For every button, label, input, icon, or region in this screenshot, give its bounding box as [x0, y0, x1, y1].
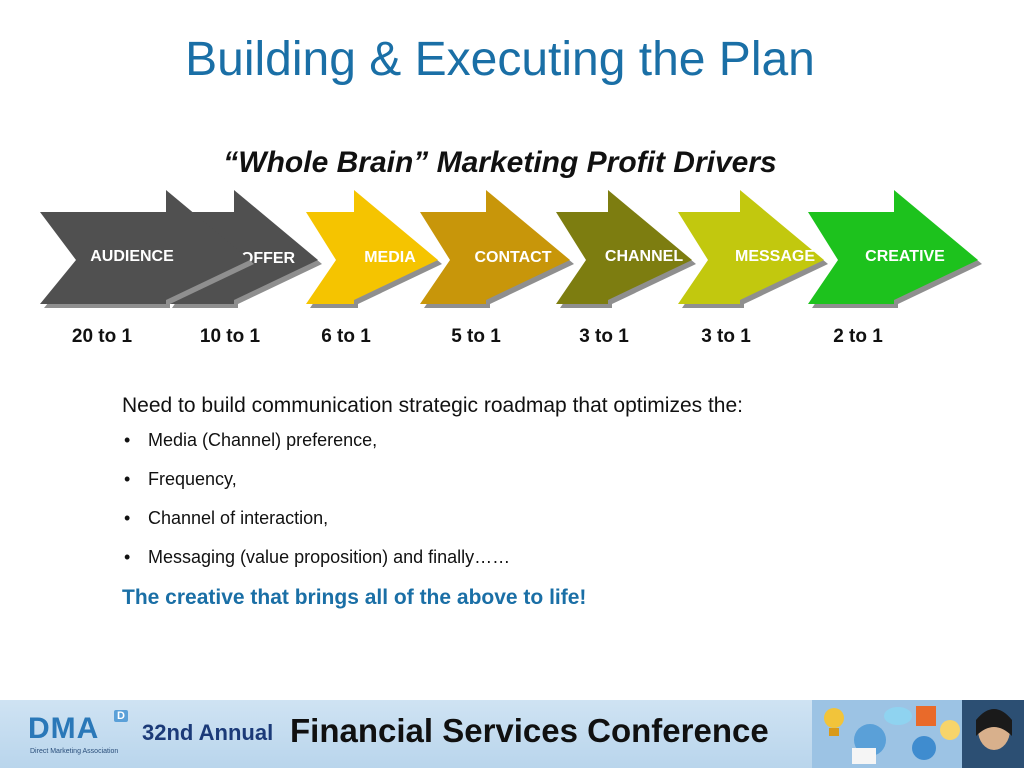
bullet-text: Messaging (value proposition) and finall…: [148, 547, 511, 567]
bullet-item: • Messaging (value proposition) and final…: [122, 547, 922, 568]
ratio-label: 6 to 1: [321, 326, 371, 347]
cloud-icon: [912, 736, 936, 760]
arrow-label-creative: CREATIVE: [865, 248, 945, 265]
bullet-text: Frequency,: [148, 469, 237, 489]
slide-title: Building & Executing the Plan: [185, 33, 815, 86]
conference-name: Financial Services Conference: [290, 712, 769, 749]
ratio-label: 20 to 1: [71, 326, 133, 347]
arrow-channel: [556, 190, 692, 304]
bullet-item: • Media (Channel) preference,: [122, 430, 922, 451]
bullet-item: • Frequency,: [122, 469, 922, 490]
dma-logo-badge: D: [114, 710, 128, 722]
bullet-marker: •: [124, 547, 131, 567]
lightbulb-icon: [824, 708, 844, 728]
arrow-label-audience: AUDIENCE: [90, 248, 174, 265]
bullet-marker: •: [124, 508, 131, 528]
slide-subtitle: “Whole Brain” Marketing Profit Drivers: [223, 146, 777, 179]
arrow-media: [306, 190, 438, 304]
arrow-message: [678, 190, 824, 304]
arrow-label-contact: CONTACT: [474, 249, 551, 266]
ratio-label: 3 to 1: [579, 326, 629, 347]
arrow-creative: [808, 190, 978, 304]
bullet-text: Media (Channel) preference,: [148, 430, 378, 450]
bullet-item: • Channel of interaction,: [122, 508, 922, 529]
chart-icon: [916, 706, 936, 726]
bullet-text: Channel of interaction,: [148, 508, 329, 528]
lead-text: Need to build communication strategic ro…: [122, 394, 743, 417]
arrow-label-offer: OFFER: [241, 250, 296, 267]
arrow-contact: [420, 190, 570, 304]
arrow-label-media: MEDIA: [364, 249, 416, 266]
ratio-label: 3 to 1: [701, 326, 751, 347]
arrow-label-channel: CHANNEL: [605, 248, 683, 265]
dma-logo-text: DMA: [28, 712, 100, 745]
ratio-label: 5 to 1: [451, 326, 501, 347]
arrow-label-message: MESSAGE: [735, 248, 815, 265]
conference-footer-banner: DMA D Direct Marketing Association 32nd …: [0, 700, 1024, 768]
ratio-label: 2 to 1: [833, 326, 883, 347]
piggy-bank-icon: [884, 707, 912, 725]
closing-statement: The creative that brings all of the abov…: [122, 586, 587, 609]
bullet-list: • Media (Channel) preference, • Frequency,…: [122, 430, 922, 568]
body-text: Need to build communication strategic ro…: [122, 394, 922, 610]
bullet-marker: •: [124, 430, 131, 450]
conference-collage-image: [812, 700, 1024, 768]
profit-driver-arrow-chain: CREATIVE MESSAGE CHANNEL CONTACT MEDIA OFFER A…: [40, 190, 982, 308]
arrow-audience: [40, 190, 250, 304]
dma-logo: DMA D Direct Marketing Association: [28, 710, 128, 755]
conference-edition: 32nd Annual: [142, 720, 274, 745]
dma-logo-subtitle: Direct Marketing Association: [30, 748, 119, 755]
bullet-marker: •: [124, 469, 131, 489]
ratio-label: 10 to 1: [199, 326, 261, 347]
